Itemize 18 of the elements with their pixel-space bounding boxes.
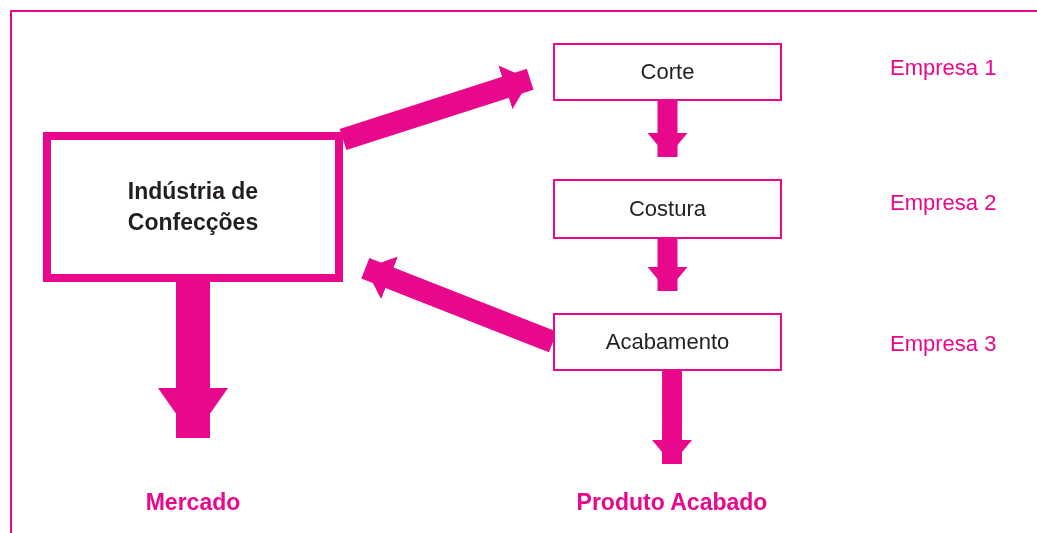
outcome-label: Produto Acabado bbox=[542, 486, 802, 518]
box-label: Acabamento bbox=[605, 328, 730, 357]
process-box bbox=[553, 43, 782, 101]
process-box bbox=[553, 179, 782, 239]
process-box bbox=[43, 132, 343, 282]
block-arrow bbox=[647, 239, 688, 291]
box-label: Indústria de Confecções bbox=[126, 176, 260, 237]
block-arrow bbox=[339, 65, 534, 150]
company-label: Empresa 3 bbox=[890, 331, 997, 357]
block-arrow bbox=[652, 371, 693, 464]
block-arrow bbox=[647, 101, 688, 157]
block-arrow bbox=[158, 282, 228, 438]
company-label: Empresa 1 bbox=[890, 55, 997, 81]
box-label: Costura bbox=[628, 195, 706, 224]
box-label: Corte bbox=[640, 58, 695, 87]
company-label: Empresa 2 bbox=[890, 190, 997, 216]
process-box bbox=[553, 313, 782, 371]
outcome-label: Mercado bbox=[113, 486, 273, 518]
